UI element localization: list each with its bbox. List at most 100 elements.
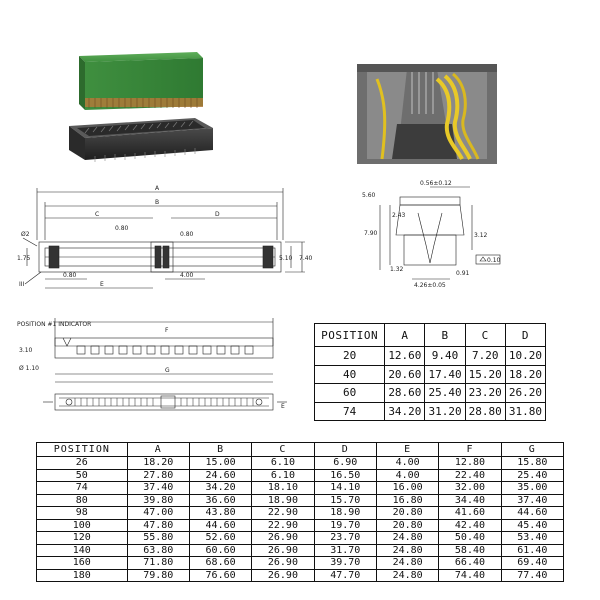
table-cell: 80 (36, 493, 128, 507)
table-cell: 7.20 (464, 346, 506, 366)
table-cell: 74.40 (438, 568, 502, 582)
table-cell: 18.20 (504, 364, 547, 384)
table-cell: 20.60 (384, 364, 426, 384)
table-cell: 120 (36, 531, 128, 545)
table-cell: 160 (36, 556, 128, 570)
top-view-drawing: A B C D 0.80 0.80 E 0.80 4.00 1.75 5.10 … (17, 185, 313, 289)
table-cell: 6.10 (251, 456, 315, 470)
table-cell: 18.90 (313, 506, 377, 520)
table-cell: 16.50 (313, 468, 377, 482)
contact-cutaway-render (357, 64, 497, 164)
table-cell: 24.80 (375, 543, 440, 557)
table-cell: 24.60 (188, 468, 253, 482)
table-cell: 39.70 (313, 556, 377, 570)
dim-h1: 1.75 (17, 255, 31, 262)
table-cell: 74 (36, 481, 128, 495)
dim-h4: 1.32 (390, 266, 404, 273)
header-cell: A (384, 323, 426, 347)
table-cell: 61.40 (500, 543, 565, 557)
table-cell: 26.90 (251, 556, 315, 570)
dim-gap: 0.91 (456, 270, 470, 277)
table-cell: 24.80 (375, 556, 440, 570)
table-cell: 26.20 (504, 383, 547, 403)
table-cell: 52.60 (188, 531, 253, 545)
dim-D: D (215, 211, 220, 218)
table-cell: 37.40 (500, 493, 565, 507)
dim-pad: III (19, 281, 25, 288)
table-cell: 58.40 (438, 543, 502, 557)
table-cell: 41.60 (438, 506, 502, 520)
table-cell: 63.80 (126, 543, 190, 557)
table-cell: 77.40 (500, 568, 565, 582)
table-cell: 16.80 (375, 493, 440, 507)
dim-flatness: 0.10 (487, 257, 501, 264)
table-cell: 31.70 (313, 543, 377, 557)
header-cell: E (375, 442, 440, 457)
table-cell: 28.60 (384, 383, 426, 403)
table-cell: 27.80 (126, 468, 190, 482)
table-cell: 44.60 (500, 506, 565, 520)
dim-dia: Ø 1.10 (19, 365, 39, 372)
table-cell: 31.20 (424, 401, 466, 421)
table-cell: 31.80 (504, 401, 547, 421)
table-cell: 42.40 (438, 518, 502, 532)
table-cell: 47.00 (126, 506, 190, 520)
table-cell: 55.80 (126, 531, 190, 545)
table-cell: 23.70 (313, 531, 377, 545)
dim-b-width: 0.80 (115, 225, 129, 232)
table-cell: 45.40 (500, 518, 565, 532)
dim-width: 5.60 (362, 192, 376, 199)
table-cell: 32.00 (438, 481, 502, 495)
table-row: 40 20.60 17.40 15.20 18.20 (313, 364, 547, 384)
table-cell: 53.40 (500, 531, 565, 545)
dim-top-width: 0.56±0.12 (420, 180, 452, 187)
table-cell: 34.40 (438, 493, 502, 507)
table-cell: 50 (36, 468, 128, 482)
side-and-bottom-view-drawing: POSITION #1 INDICATOR F G E 3.10 Ø 1.10 (17, 318, 287, 411)
table-cell: 15.80 (500, 456, 565, 470)
indicator-label: POSITION #1 INDICATOR (17, 321, 91, 328)
table-cell: 24.80 (375, 531, 440, 545)
table-cell: 22.90 (251, 518, 315, 532)
table-cell: 17.40 (424, 364, 466, 384)
dim-E: E (100, 281, 104, 288)
dim-F: F (165, 327, 169, 334)
dim-h2: 7.90 (364, 230, 378, 237)
table-cell: 26.90 (251, 543, 315, 557)
table-cell: 66.40 (438, 556, 502, 570)
dim-bottom-width: 4.26±0.05 (414, 282, 446, 289)
table-cell: 100 (36, 518, 128, 532)
table-cell: 15.70 (313, 493, 377, 507)
table-cell: 47.80 (126, 518, 190, 532)
header-cell: POSITION (313, 323, 386, 347)
small-dimension-table: POSITION A B C D 20 12.60 9.40 7.20 10.2… (313, 323, 547, 421)
dim-G: G (165, 367, 170, 374)
dim-C: C (95, 211, 99, 218)
connector-housing (69, 118, 213, 162)
table-cell: 44.60 (188, 518, 253, 532)
table-cell: 25.40 (500, 468, 565, 482)
table-cell: 68.60 (188, 556, 253, 570)
table-cell: 60 (313, 383, 386, 403)
dim-h3: 7.40 (299, 255, 313, 262)
table-cell: 26 (36, 456, 128, 470)
table-cell: 74 (313, 401, 386, 421)
table-header-row: POSITION A B C D (313, 323, 547, 347)
table-cell: 40 (313, 364, 386, 384)
table-cell: 6.90 (313, 456, 377, 470)
table-cell: 20.80 (375, 518, 440, 532)
table-cell: 12.80 (438, 456, 502, 470)
dim-h3: 3.12 (474, 232, 488, 239)
header-cell: D (313, 442, 377, 457)
table-cell: 4.00 (375, 468, 440, 482)
pcb-card (79, 52, 203, 110)
table-cell: 79.80 (126, 568, 190, 582)
dim-B: B (155, 199, 159, 206)
